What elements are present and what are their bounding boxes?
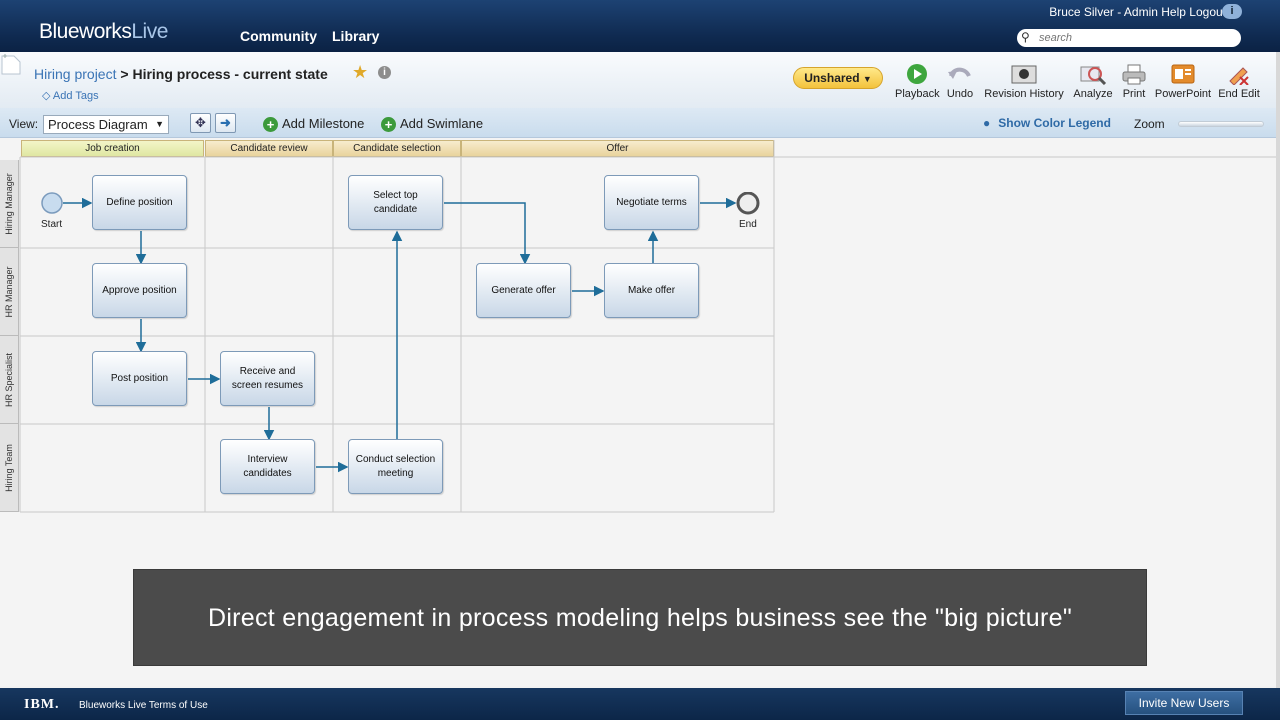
- sharing-label: Unshared: [804, 71, 860, 85]
- flow-select-generate: [444, 202, 531, 265]
- zoom-label: Zoom: [1134, 117, 1165, 131]
- chevron-down-icon: ▼: [862, 74, 872, 84]
- revision-history-label: Revision History: [984, 88, 1064, 100]
- tag-icon: ◇: [42, 90, 51, 102]
- playback-button[interactable]: Playback: [895, 60, 940, 100]
- task-approve-position[interactable]: Approve position: [92, 263, 187, 318]
- user-name: Bruce Silver: [1049, 5, 1114, 19]
- help-link[interactable]: Help: [1161, 5, 1186, 19]
- add-milestone-label: Add Milestone: [282, 116, 365, 131]
- task-define-position[interactable]: Define position: [92, 175, 187, 230]
- add-tags-label: Add Tags: [52, 90, 99, 102]
- color-legend-label: Show Color Legend: [998, 116, 1111, 130]
- process-info-icon[interactable]: i: [378, 66, 391, 79]
- connect-tool-button[interactable]: ➜: [215, 113, 236, 133]
- print-label: Print: [1122, 88, 1146, 100]
- process-header: [0, 52, 1280, 108]
- page-title: Hiring process - current state: [132, 66, 328, 82]
- blueworks-live-logo[interactable]: BlueworksLive: [39, 20, 168, 43]
- add-milestone-button[interactable]: + Add Milestone: [263, 116, 365, 133]
- playback-label: Playback: [895, 88, 940, 100]
- sharing-dropdown[interactable]: Unshared ▼: [793, 67, 883, 89]
- print-icon: [1122, 64, 1146, 85]
- video-caption: Direct engagement in process modeling he…: [133, 569, 1147, 666]
- add-tags-link[interactable]: ◇ Add Tags: [42, 89, 99, 102]
- task-generate-offer[interactable]: Generate offer: [476, 263, 571, 318]
- search-input[interactable]: [1039, 31, 1235, 45]
- user-separator: -: [1117, 5, 1122, 19]
- select-tool-button[interactable]: ✥: [190, 113, 211, 133]
- logout-link[interactable]: Logout: [1189, 5, 1226, 19]
- undo-icon: [948, 67, 971, 79]
- add-swimlane-button[interactable]: + Add Swimlane: [381, 116, 484, 133]
- nav-library[interactable]: Library: [332, 28, 380, 44]
- task-conduct-selection-meeting[interactable]: Conduct selection meeting: [348, 439, 443, 494]
- info-icon[interactable]: i: [1222, 4, 1242, 19]
- droplet-icon: ●: [983, 116, 991, 130]
- view-toolbar: [0, 108, 1280, 138]
- chevron-down-icon: ▼: [155, 119, 164, 129]
- undo-label: Undo: [946, 88, 974, 100]
- revision-history-button[interactable]: Revision History: [984, 60, 1064, 100]
- task-negotiate-terms[interactable]: Negotiate terms: [604, 175, 699, 230]
- plus-icon: +: [381, 117, 396, 133]
- search-box[interactable]: ⚲: [1017, 29, 1241, 47]
- task-interview-candidates[interactable]: Interview candidates: [220, 439, 315, 494]
- breadcrumb: Hiring project > Hiring process - curren…: [34, 66, 328, 82]
- favorite-star-icon[interactable]: ★: [352, 62, 369, 82]
- undo-button[interactable]: Undo: [942, 60, 978, 100]
- task-post-position[interactable]: Post position: [92, 351, 187, 406]
- add-swimlane-label: Add Swimlane: [400, 116, 484, 131]
- end-edit-label: End Edit: [1218, 88, 1260, 100]
- analyze-label: Analyze: [1073, 88, 1113, 100]
- lane-label-hiring-manager[interactable]: Hiring Manager: [0, 160, 19, 248]
- plus-icon: +: [263, 117, 278, 133]
- powerpoint-icon: [1171, 64, 1195, 84]
- revision-history-icon: [1011, 65, 1037, 84]
- breadcrumb-project-link[interactable]: Hiring project: [34, 66, 117, 82]
- play-icon: [907, 64, 927, 84]
- user-links: Bruce Silver - Admin Help Logout: [1049, 5, 1226, 19]
- admin-link[interactable]: Admin: [1123, 5, 1158, 19]
- vertical-scrollbar[interactable]: [1276, 52, 1280, 688]
- view-select-value: Process Diagram: [48, 117, 148, 132]
- view-label: View:: [9, 117, 39, 131]
- invite-new-users-button[interactable]: Invite New Users: [1125, 691, 1243, 715]
- end-edit-button[interactable]: End Edit: [1216, 60, 1262, 100]
- ibm-logo: IBM.: [24, 697, 60, 712]
- terms-of-use-link[interactable]: Blueworks Live Terms of Use: [79, 700, 208, 711]
- end-event-label: End: [739, 219, 757, 230]
- analyze-icon: [1080, 66, 1107, 85]
- view-select[interactable]: Process Diagram ▼: [43, 115, 169, 134]
- show-color-legend-link[interactable]: ● Show Color Legend: [983, 116, 1111, 130]
- cursor-move-icon: ✥: [195, 115, 206, 130]
- page-corner-icon: [1, 54, 21, 75]
- lane-label-hr-specialist[interactable]: HR Specialist: [0, 336, 19, 424]
- nav-community[interactable]: Community: [240, 28, 317, 44]
- search-icon: ⚲: [1021, 30, 1030, 44]
- footer-bar: [0, 688, 1280, 720]
- analyze-button[interactable]: Analyze: [1071, 60, 1115, 100]
- lane-label-hiring-team[interactable]: Hiring Team: [0, 424, 19, 512]
- swimlane-labels: Hiring Manager HR Manager HR Specialist …: [0, 138, 19, 514]
- powerpoint-label: PowerPoint: [1154, 88, 1212, 100]
- start-event-label: Start: [41, 219, 63, 230]
- zoom-slider[interactable]: [1178, 121, 1264, 127]
- end-event-icon[interactable]: [736, 192, 760, 216]
- end-edit-icon: [1229, 67, 1249, 85]
- task-make-offer[interactable]: Make offer: [604, 263, 699, 318]
- breadcrumb-separator: >: [120, 66, 129, 82]
- task-receive-and-screen-resumes[interactable]: Receive and screen resumes: [220, 351, 315, 406]
- print-button[interactable]: Print: [1118, 60, 1150, 100]
- lane-label-hr-manager[interactable]: HR Manager: [0, 248, 19, 336]
- task-select-top-candidate[interactable]: Select top candidate: [348, 175, 443, 230]
- arrow-right-icon: ➜: [220, 115, 231, 130]
- powerpoint-button[interactable]: PowerPoint: [1154, 60, 1212, 100]
- start-event-icon[interactable]: [40, 192, 64, 216]
